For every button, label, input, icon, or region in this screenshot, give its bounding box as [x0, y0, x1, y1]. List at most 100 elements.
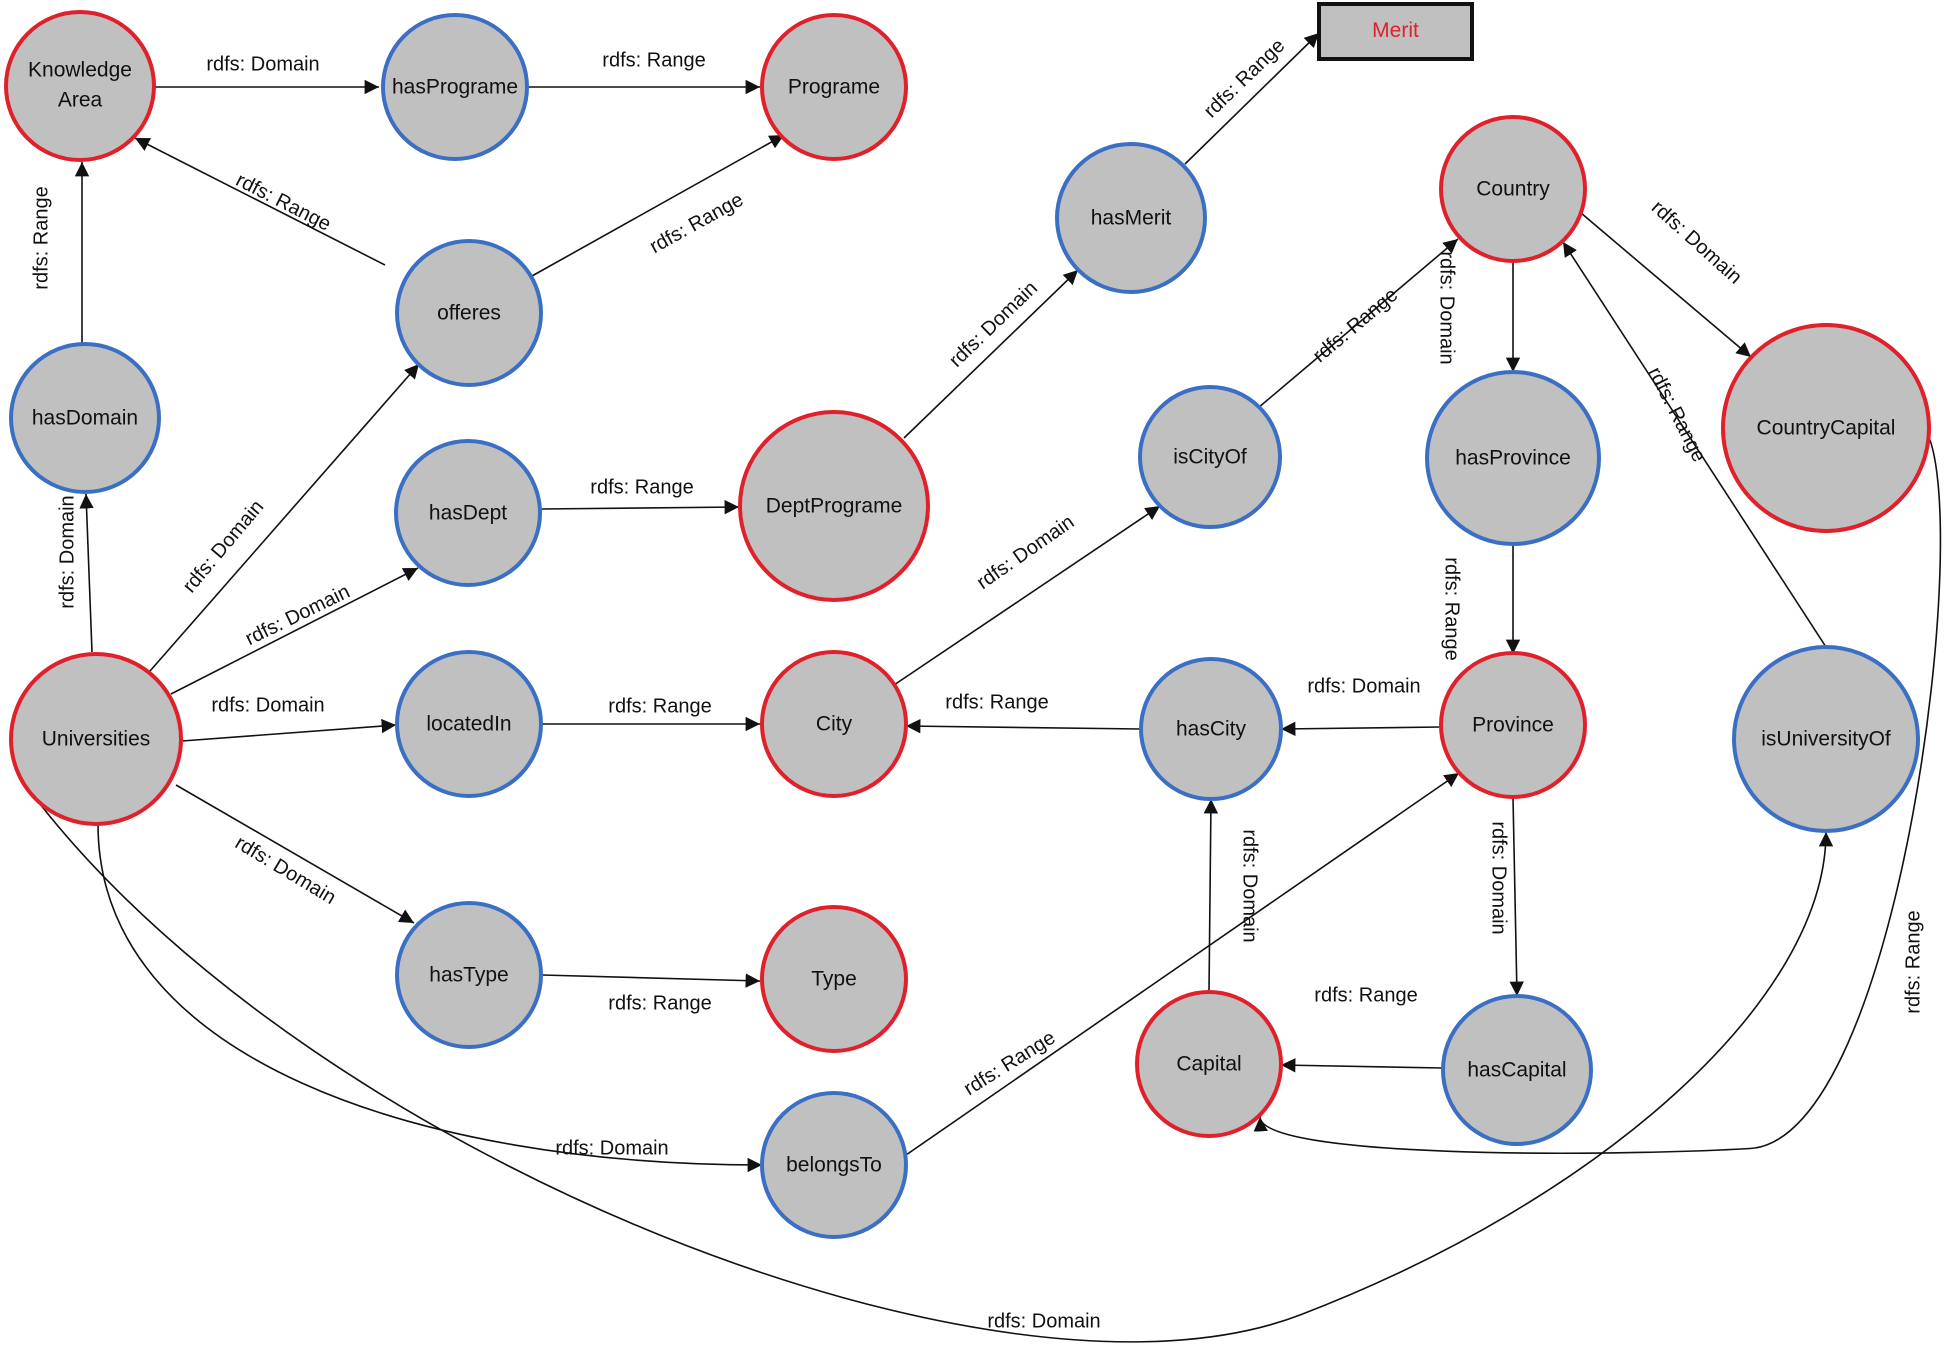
node-has-programe: hasPrograme — [381, 13, 529, 161]
property-circle — [1441, 994, 1593, 1146]
edge-dept-programe-to-has-merit — [903, 269, 1079, 439]
node-label: offeres — [437, 302, 501, 325]
property-circle — [395, 901, 543, 1049]
edge-label: rdfs: Range — [232, 169, 334, 236]
edge-belongs-to-to-province — [905, 772, 1460, 1156]
node-label: DeptPrograme — [766, 495, 903, 518]
edge-label: rdfs: Range — [608, 695, 711, 717]
node-is-university-of: isUniversityOf — [1732, 645, 1920, 833]
edge-label: rdfs: Domain — [1488, 821, 1510, 934]
class-circle — [1721, 323, 1931, 533]
property-circle — [9, 342, 161, 494]
node-label: Knowledge — [28, 59, 132, 82]
node-label: Capital — [1176, 1053, 1241, 1076]
node-label: Province — [1472, 714, 1554, 737]
edge-label: rdfs: Range — [1643, 364, 1710, 466]
edge-label: rdfs: Domain — [206, 53, 319, 75]
edge-universities-to-belongs-to — [97, 823, 763, 1173]
edge-label: rdfs: Range — [30, 186, 52, 289]
property-circle — [395, 239, 543, 387]
node-country-capital: CountryCapital — [1721, 323, 1931, 533]
edge-label: rdfs: Range — [960, 1027, 1059, 1100]
property-circle — [1139, 657, 1283, 801]
property-circle — [381, 13, 529, 161]
node-has-city: hasCity — [1139, 657, 1283, 801]
node-label: hasCity — [1176, 718, 1247, 741]
node-label: locatedIn — [426, 713, 511, 736]
node-label: Universities — [42, 728, 151, 751]
edge-label: rdfs: Domain — [242, 581, 354, 650]
edge-universities-to-has-domain — [79, 493, 94, 653]
edge-label: rdfs: Domain — [56, 495, 78, 608]
node-label: isCityOf — [1173, 446, 1247, 469]
class-circle — [9, 652, 183, 826]
edge-country-capital-to-capital — [1253, 428, 1942, 1155]
edge-label: rdfs: Domain — [211, 694, 324, 716]
class-circle — [760, 13, 908, 161]
node-has-domain: hasDomain — [9, 342, 161, 494]
edge-label: rdfs: Range — [945, 691, 1048, 713]
edge-label: rdfs: Range — [590, 476, 693, 498]
node-programe: Programe — [760, 13, 908, 161]
edge-label: rdfs: Range — [602, 49, 705, 71]
property-circle — [1055, 142, 1207, 294]
node-city: City — [760, 650, 908, 798]
node-merit: Merit — [1317, 2, 1474, 61]
property-circle — [760, 1091, 908, 1239]
edge-offeres-to-programe — [531, 134, 785, 277]
node-has-dept: hasDept — [394, 439, 542, 587]
edge-has-type-to-type — [541, 973, 761, 988]
node-label: hasProvince — [1455, 447, 1571, 470]
node-universities: Universities — [9, 652, 183, 826]
class-circle — [760, 650, 908, 798]
node-dept-programe: DeptPrograme — [738, 410, 930, 602]
edge-has-capital-to-capital — [1280, 1058, 1444, 1073]
node-type: Type — [760, 905, 908, 1053]
node-has-province: hasProvince — [1425, 370, 1601, 546]
edge-label: rdfs: Range — [1441, 557, 1463, 660]
class-circle — [4, 10, 156, 162]
edge-label: rdfs: Domain — [1307, 675, 1420, 697]
node-label: Merit — [1372, 19, 1419, 42]
node-has-capital: hasCapital — [1441, 994, 1593, 1146]
edge-label: rdfs: Domain — [1436, 251, 1458, 364]
edge-label: rdfs: Domain — [555, 1137, 668, 1159]
node-has-merit: hasMerit — [1055, 142, 1207, 294]
edge-universities-to-offeres — [149, 363, 420, 672]
property-circle — [1425, 370, 1601, 546]
edge-universities-to-is-university-of — [39, 803, 1834, 1343]
edge-capital-to-has-city — [1203, 798, 1219, 993]
node-province: Province — [1439, 651, 1587, 799]
edge-has-merit-to-merit — [1184, 32, 1320, 165]
edge-country-to-country-capital — [1580, 212, 1752, 358]
edge-label: rdfs: Range — [1314, 984, 1417, 1006]
class-circle — [1439, 651, 1587, 799]
edge-universities-to-has-type — [175, 784, 415, 924]
node-label: hasType — [429, 964, 508, 987]
node-label: City — [816, 713, 853, 736]
node-country: Country — [1439, 115, 1587, 263]
edge-is-city-of-to-country — [1257, 238, 1459, 409]
node-label: Type — [811, 968, 857, 991]
node-label: hasCapital — [1467, 1059, 1566, 1082]
node-has-type: hasType — [395, 901, 543, 1049]
node-label: hasDept — [429, 502, 507, 525]
edge-label: rdfs: Domain — [945, 277, 1042, 372]
node-label: belongsTo — [786, 1154, 882, 1177]
edge-province-to-has-capital — [1509, 796, 1524, 997]
node-label: hasDomain — [32, 407, 138, 430]
edge-is-university-of-to-country — [1562, 241, 1827, 648]
node-is-city-of: isCityOf — [1138, 385, 1282, 529]
edge-label: rdfs: Range — [608, 992, 711, 1014]
node-label-line2: Area — [58, 89, 103, 112]
edge-label: rdfs: Range — [1902, 910, 1924, 1013]
property-circle — [394, 439, 542, 587]
edge-label: rdfs: Domain — [1647, 196, 1746, 288]
edge-has-dept-to-dept-programe — [540, 499, 740, 515]
edge-label: rdfs: Domain — [987, 1310, 1100, 1332]
node-located-in: locatedIn — [395, 650, 543, 798]
edge-label: rdfs: Domain — [179, 496, 269, 597]
node-belongs-to: belongsTo — [760, 1091, 908, 1239]
